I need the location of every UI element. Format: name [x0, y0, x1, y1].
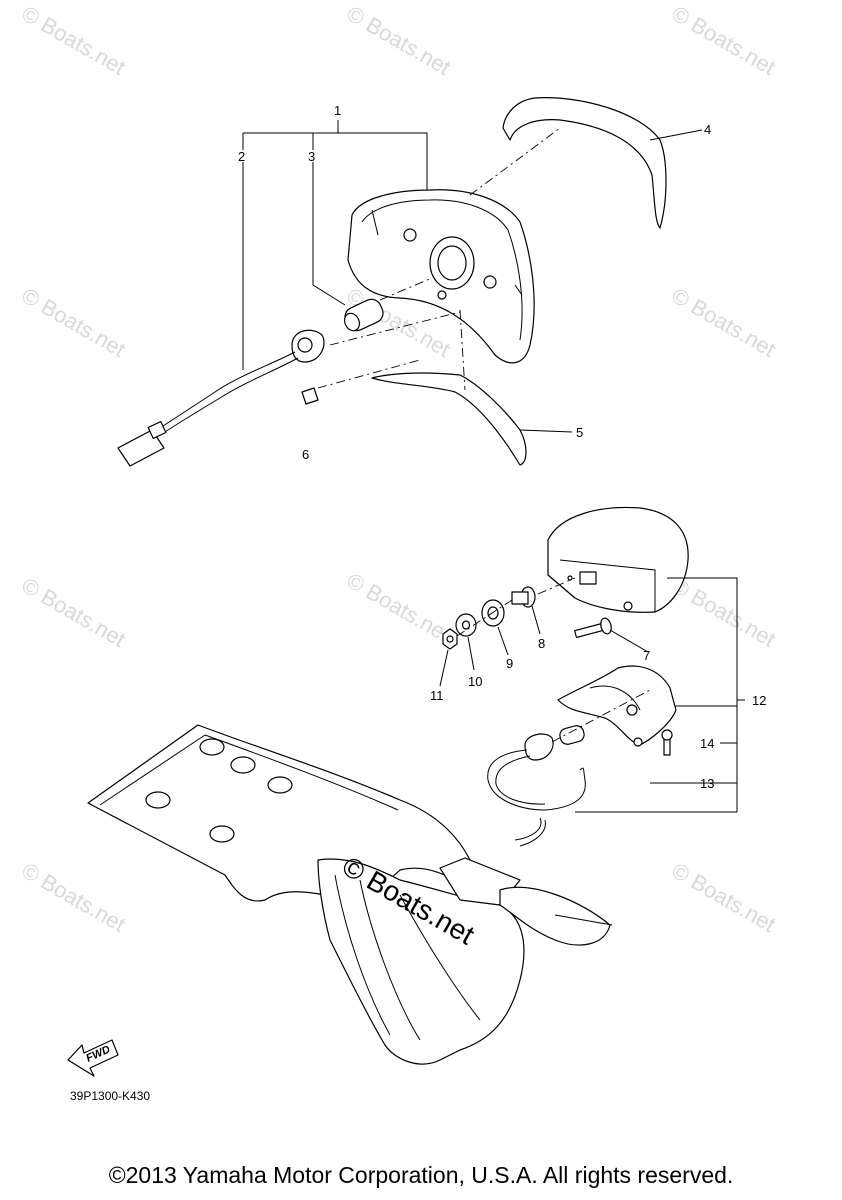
watermark: © Boats.net: [18, 573, 130, 652]
rear-fender: [87, 724, 613, 1065]
fwd-arrow: FWD: [67, 1039, 119, 1077]
watermark: © Boats.net: [668, 283, 780, 362]
watermark: © Boats.net: [668, 858, 780, 937]
callout-layer: 1 2 3 4 5 6 7 8 9 10 11 12 13 14: [238, 103, 766, 791]
callout-12: 12: [752, 693, 766, 708]
license-lamp-bracket: [557, 665, 677, 746]
callout-11: 11: [430, 688, 444, 703]
bulb: [344, 298, 384, 332]
copyright-notice: ©2013 Yamaha Motor Corporation, U.S.A. A…: [108, 1162, 734, 1188]
reflector-strip: [371, 372, 527, 466]
collar-bolt: [511, 577, 576, 635]
washer: [455, 613, 477, 671]
nut: [439, 628, 458, 687]
watermark: © Boats.net: [18, 283, 130, 362]
watermark: © Boats.net: [668, 573, 780, 652]
watermark: © Boats.net: [343, 1, 455, 80]
callout-14: 14: [700, 736, 714, 751]
license-light-assembly: [87, 506, 745, 1065]
callout-13: 13: [700, 776, 714, 791]
watermark: © Boats.net: [18, 858, 130, 937]
callout-6: 6: [302, 447, 309, 462]
tapping-screw: [661, 729, 673, 756]
lens-cover: [502, 97, 667, 229]
callout-5: 5: [576, 425, 583, 440]
screw: [574, 617, 649, 653]
callout-4: 4: [704, 122, 711, 137]
socket-harness: [117, 329, 325, 467]
watermark: © Boats.net: [343, 568, 455, 647]
watermark: © Boats.net: [668, 1, 780, 80]
callout-3: 3: [308, 149, 315, 164]
callout-9: 9: [506, 656, 513, 671]
license-bulb-socket: [487, 725, 586, 847]
watermark: © Boats.net: [18, 1, 130, 80]
rear-light-housing: [547, 506, 689, 613]
callout-10: 10: [468, 674, 482, 689]
clip: [301, 387, 319, 405]
tail-light-assembly: [117, 97, 703, 467]
callout-1: 1: [334, 103, 341, 118]
diagram-code: 39P1300-K430: [70, 1089, 150, 1103]
callout-7: 7: [643, 648, 650, 663]
parts-diagram: © Boats.net © Boats.net © Boats.net © Bo…: [18, 1, 780, 1103]
grommet: [481, 599, 509, 656]
callout-2: 2: [238, 149, 245, 164]
callout-8: 8: [538, 636, 545, 651]
tail-light-housing: [347, 189, 535, 364]
